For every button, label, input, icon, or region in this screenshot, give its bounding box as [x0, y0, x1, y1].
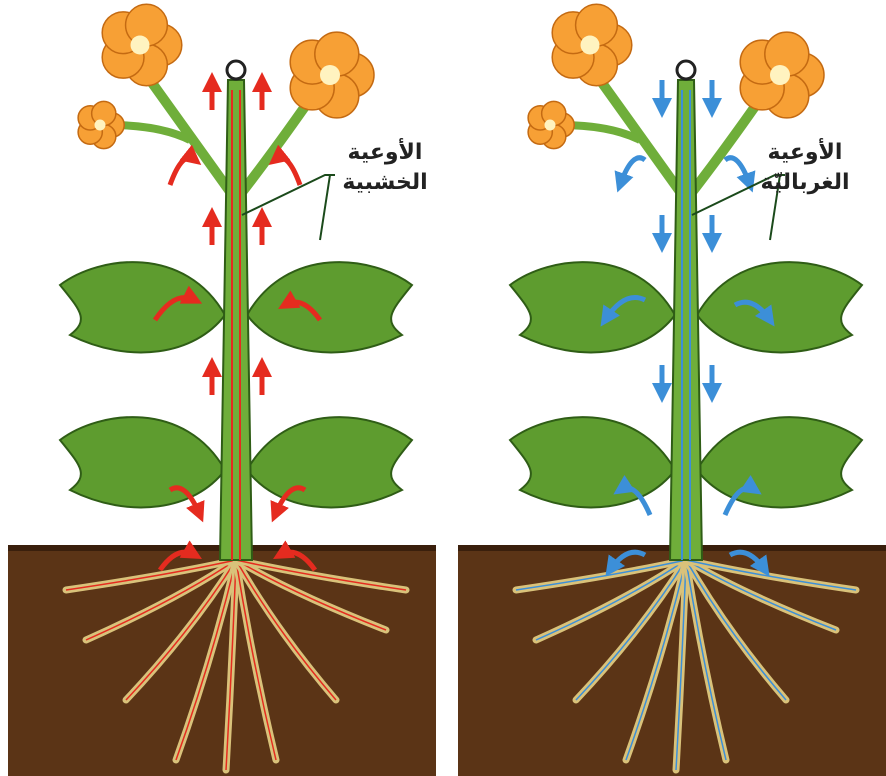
leaf-upper-left [60, 262, 225, 352]
flower-top-right [290, 32, 374, 118]
leaf-upper-right [247, 262, 412, 352]
xylem-label: الأوعية الخشبية [320, 138, 450, 198]
flow-arrow [275, 158, 300, 185]
flower-bud [528, 101, 574, 148]
panel-xylem [8, 4, 436, 776]
flower-bud [78, 101, 124, 148]
flower-branch-left [150, 80, 236, 200]
flower-top-left [102, 4, 182, 86]
flower-top-right [740, 32, 824, 118]
flow-arrow [620, 158, 645, 185]
stem-apex [677, 61, 695, 79]
leaf-lower-right [247, 417, 412, 507]
phloem-label: الأوعية الغرباليّة [740, 138, 870, 198]
leaf-lower-left [60, 417, 225, 507]
panel-phloem [458, 4, 886, 776]
stem [670, 80, 702, 560]
xylem-label-line-2: الخشبية [320, 168, 450, 198]
flow-arrow [170, 158, 195, 185]
phloem-label-line-1: الأوعية [740, 138, 870, 168]
leaf-lower-right [697, 417, 862, 507]
phloem-label-line-2: الغرباليّة [740, 168, 870, 198]
flower-top-left [552, 4, 632, 86]
xylem-label-line-1: الأوعية [320, 138, 450, 168]
flower-branch-left [600, 80, 686, 200]
leaf-lower-left [510, 417, 675, 507]
stem [220, 80, 252, 560]
leaf-upper-left [510, 262, 675, 352]
stem-apex [227, 61, 245, 79]
leaf-upper-right [697, 262, 862, 352]
